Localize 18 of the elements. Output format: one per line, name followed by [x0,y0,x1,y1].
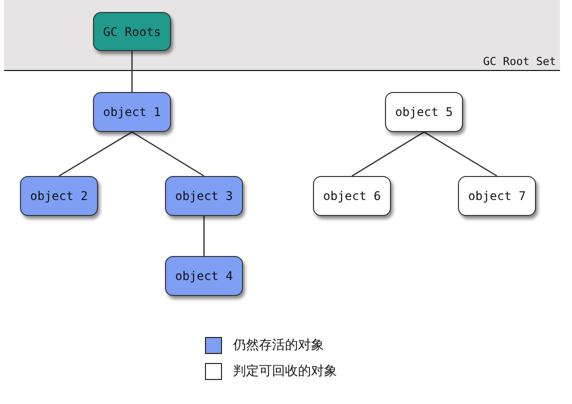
legend-label: 判定可回收的对象 [233,363,337,380]
root-set-band [4,0,560,71]
object-box: object 4 [165,256,243,296]
connector-line [132,131,204,177]
legend-label: 仍然存活的对象 [233,337,324,354]
object-box: object 5 [385,92,463,132]
connector-line [352,131,424,177]
band-label: GC Root Set [483,55,556,68]
object-box: object 1 [93,92,171,132]
object-box: object 2 [20,176,98,216]
root-box: GC Roots [93,12,171,51]
object-box: object 3 [165,176,243,216]
connector-line [424,131,498,177]
connector-line [131,51,133,92]
connector-line [203,216,205,256]
object-box: object 7 [458,176,536,216]
object-box: object 6 [313,176,391,216]
connector-line [58,131,132,177]
